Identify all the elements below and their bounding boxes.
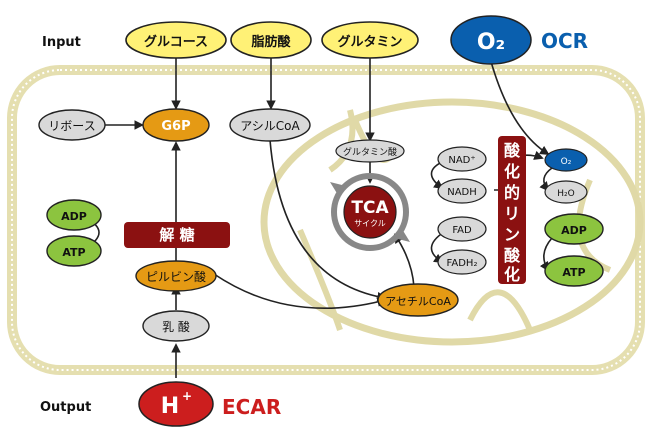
tca-cycle-ring [331, 173, 409, 251]
ox-phos-char: 的 [504, 183, 520, 202]
fad-node [437, 216, 487, 242]
glutamine-label: グルタミン [337, 34, 402, 50]
ecar-label: ECAR [222, 395, 281, 419]
g6p-node [142, 108, 210, 142]
g6p-label: G6P [161, 119, 190, 134]
atp-left-label: ATP [62, 246, 85, 259]
ribose-node [38, 109, 106, 141]
adp-left-node [46, 199, 102, 231]
fatty-acid-node [230, 21, 312, 59]
lactate-label: 乳 酸 [162, 319, 190, 334]
input-label: Input [42, 35, 81, 50]
glutamic-acid-node [335, 139, 405, 163]
fad-label: FAD [452, 225, 472, 236]
glycolysis-label: 解 糖 [159, 226, 194, 244]
o2-node [450, 15, 532, 65]
glucose-label: グルコース [144, 34, 208, 50]
h-plus-label: H [161, 394, 179, 419]
fadh2-node [437, 249, 487, 275]
pyruvate-node [135, 260, 217, 292]
ocr-label: OCR [541, 29, 588, 53]
ox-phos-char: 化 [504, 265, 520, 284]
tca-sub-label: サイクル [354, 219, 386, 228]
nad-plus-node [437, 146, 487, 172]
h-plus-superscript: + [182, 389, 192, 403]
ox-phos-char: 化 [504, 162, 520, 181]
output-label: Output [40, 400, 91, 415]
oxidative-phosphorylation-box [498, 136, 526, 284]
adp-right-node [544, 213, 604, 245]
ox-phos-char: リ [504, 204, 520, 223]
tca-cycle-arrowhead [394, 229, 410, 242]
acetyl-coa-label: アセチルCoA [385, 295, 451, 308]
h2o-node [544, 180, 588, 204]
ox-phos-char: 酸 [504, 246, 521, 265]
pyruvate-label: ピルビン酸 [146, 269, 206, 284]
nad-plus-label: NAD⁺ [448, 155, 475, 166]
adp-right-label: ADP [561, 224, 587, 237]
mitochondrion-outer [260, 98, 644, 346]
lactate-node [142, 310, 210, 342]
atp-right-label: ATP [562, 266, 585, 279]
o2-small-label: O₂ [561, 157, 572, 167]
atp-right-node [544, 255, 604, 287]
tca-node [343, 185, 397, 239]
o2-label: O₂ [477, 30, 505, 55]
glutamine-node [321, 21, 419, 59]
fadh2-label: FADH₂ [447, 258, 478, 269]
atp-left-node [46, 235, 102, 267]
adp-left-label: ADP [61, 210, 87, 223]
h-plus-node [138, 381, 214, 427]
h2o-label: H₂O [557, 189, 574, 199]
acetyl-coa-node [377, 283, 459, 317]
ox-phos-char: 酸 [504, 141, 521, 160]
glutamic-acid-label: グルタミン酸 [343, 146, 397, 158]
ribose-label: リボース [48, 119, 95, 133]
tca-label: TCA [351, 198, 389, 218]
tca-cycle-arrowhead [330, 182, 346, 195]
o2-small-node [544, 148, 588, 172]
fatty-acid-label: 脂肪酸 [250, 34, 291, 50]
acyl-coa-label: アシルCoA [240, 119, 300, 133]
ox-phos-char: ン [504, 225, 520, 244]
glycolysis-box [124, 222, 230, 248]
oxidative-phosphorylation-label: 酸 化 的 リ ン 酸 化 [504, 141, 521, 284]
nadh-label: NADH [447, 187, 477, 198]
glucose-node [125, 21, 227, 59]
nadh-node [437, 178, 487, 204]
acyl-coa-node [229, 108, 311, 142]
cell-membrane-dots [11, 69, 641, 371]
